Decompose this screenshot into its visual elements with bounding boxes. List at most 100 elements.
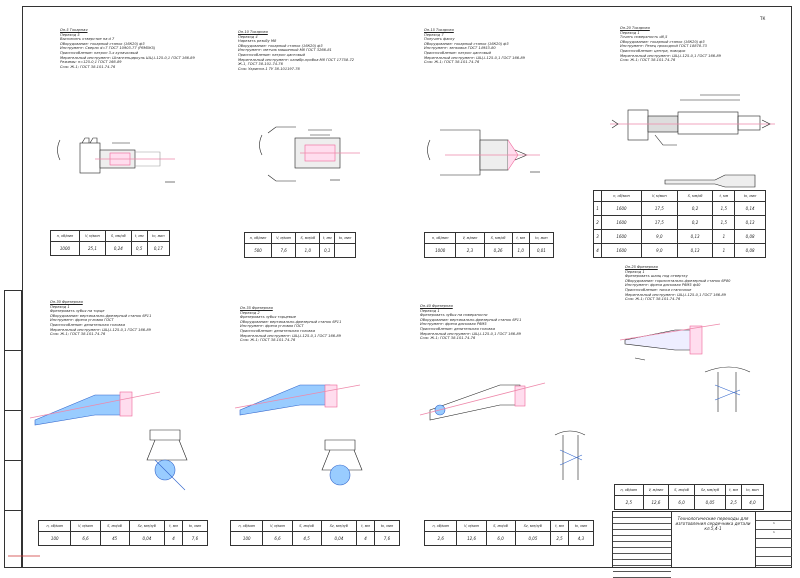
operation-line: Сож: Ж-1; ГОСТ 38-101-74-76 xyxy=(424,60,480,65)
table-cell: 9,0 xyxy=(640,229,678,244)
table-header: t, мм xyxy=(356,520,375,532)
table-header: S, мм/об xyxy=(99,520,130,532)
operation-line: Оборудование: вертикально-фрезерный стан… xyxy=(420,317,522,322)
operation-line: Приспособление: делительная головка xyxy=(50,322,125,327)
table-cell: 17,5 xyxy=(640,201,678,216)
op040-sketch xyxy=(419,382,586,480)
table-header: n, об/мин xyxy=(229,520,264,532)
table-header: S, мм/об xyxy=(676,190,714,202)
table-header: n, об/мин xyxy=(37,520,72,532)
table-cell: 500 xyxy=(243,243,273,258)
op015-sketch xyxy=(427,129,540,176)
table-header: Sz, мм/зуб xyxy=(693,484,727,496)
op010-sketch xyxy=(259,126,360,182)
table-cell: 0,14 xyxy=(734,201,766,216)
table-cell: 4 xyxy=(164,531,183,546)
table-cell: 45 xyxy=(99,531,130,546)
operation-line: Выполнить отверстие на d 7 xyxy=(60,37,115,42)
operation-line: Переход 1 xyxy=(50,304,70,309)
operation-line: Инструмент: метчик машинный М8 ГОСТ 3266… xyxy=(238,48,332,53)
table-header: n, об/мин xyxy=(601,190,642,202)
table-header: to, мин xyxy=(740,484,765,496)
table-cell: 0,13 xyxy=(676,229,714,244)
op020-sketch xyxy=(610,94,775,188)
table-header: to, мин xyxy=(334,232,356,244)
operation-line: Получить фаску xyxy=(424,37,455,42)
table-cell: 2,3 xyxy=(455,243,485,258)
table-cell: 1,0 xyxy=(295,243,321,258)
title-block-grid xyxy=(613,512,672,578)
table-header: n, об/мин xyxy=(423,232,457,244)
table-header: Sz, мм/зуб xyxy=(128,520,166,532)
table-cell: 100 xyxy=(37,531,72,546)
table-cell xyxy=(334,243,356,258)
table-cell: 0,08 xyxy=(734,243,766,258)
table-cell: 0,04 xyxy=(320,531,358,546)
table-cell: 1 xyxy=(712,243,736,258)
table-header: to, мин xyxy=(528,232,555,244)
table-cell: 1600 xyxy=(601,215,642,230)
table-header: to, мин xyxy=(181,520,209,532)
table-header: V, м/мин xyxy=(640,190,678,202)
table-header: t, мм xyxy=(550,520,569,532)
operation-line: Приспособление: центра, поводок xyxy=(620,48,686,53)
operation-line: Переход 5 xyxy=(60,32,80,37)
table-header: S, мм/об xyxy=(483,232,513,244)
table-cell: 1600 xyxy=(601,229,642,244)
table-cell: 0,04 xyxy=(128,531,166,546)
operation-line: Оборудование: токарный станок (16К20) ф3 xyxy=(620,39,705,44)
operation-line: Инструмент: фреза угловая ГОСТ xyxy=(50,318,114,323)
operation-line: Мерительный инструмент: ШЦ-I-125-0,1 ГОС… xyxy=(424,55,525,60)
table-header: V, м/мин xyxy=(271,232,297,244)
table-header: S, мм/об xyxy=(104,230,132,242)
operation-line: Сож: Ж-1; ГОСТ 38-101-74-76 xyxy=(625,297,681,302)
op030-sketch xyxy=(29,391,188,491)
operation-line: Оборудование: вертикально-фрезерный стан… xyxy=(50,313,152,318)
op025-sketch xyxy=(619,323,751,412)
operation-title: Оп.40 Фрезерная xyxy=(420,304,453,308)
table-header xyxy=(592,190,603,202)
operation-line: Мерительный инструмент: ШЦ-I-125-0,1 ГОС… xyxy=(625,292,726,297)
operation-line: Нарезать резьбу М8 xyxy=(238,39,277,44)
operation-line: Инструмент: Резец проходной ГОСТ 18878-7… xyxy=(620,44,707,49)
operation-line: Сож: Ж-1; ГОСТ 38-101-74-76 xyxy=(420,336,476,341)
operation-line: Сож: Укринол-1 ТУ 38-101197-76 xyxy=(238,66,300,71)
table-cell: 0,2 xyxy=(676,201,714,216)
table-cell: 6,0 xyxy=(668,495,695,510)
table-header: n, об/мин xyxy=(50,230,80,242)
operation-line: Переход 1 xyxy=(420,308,440,313)
operation-line: Мерительный инструмент: ШЦ-I-125-0,1 ГОС… xyxy=(50,327,151,332)
operation-line: Режимы: n=125-0,1 ГОСТ 166-89 xyxy=(60,60,122,65)
operation-line: Оборудование: токарный станок (16К20) ф3 xyxy=(238,43,323,48)
operation-line: Фрезеровать зубья на поверхности xyxy=(420,313,488,318)
operation-line: Ж-1, ГОСТ 38-101-74-76 xyxy=(238,62,283,67)
table-cell: 1000 xyxy=(423,243,457,258)
table-header: t, мм xyxy=(712,190,736,202)
operation-line: Мерительный инструмент: ШЦ-I-125-0,1 ГОС… xyxy=(240,333,341,338)
table-cell: 1,0 xyxy=(511,243,530,258)
operation-line: Приспособление: патрон 3-х кулачковый xyxy=(60,50,139,55)
operation-line: Инструмент: фреза угловая ГОСТ xyxy=(240,324,304,329)
table-cell: 9,0 xyxy=(640,243,678,258)
table-cell: 3 xyxy=(592,229,603,244)
operation-line: Переход 4 xyxy=(238,34,258,39)
operation-line: Переход 7 xyxy=(424,32,444,37)
operation-line: Фрезеровать зубья на торце xyxy=(50,309,105,314)
table-header: Sz, мм/зуб xyxy=(514,520,552,532)
operation-line: Приспособление: патрон цанговый xyxy=(238,52,305,57)
operation-title: Оп.35 Фрезерная xyxy=(240,306,273,310)
table-header: t, мм xyxy=(319,232,336,244)
table-header: S, мм/об xyxy=(485,520,516,532)
table-cell: 1600 xyxy=(601,243,642,258)
side-stamp xyxy=(4,290,22,568)
operation-title: Оп.15 Токарная xyxy=(424,28,454,32)
